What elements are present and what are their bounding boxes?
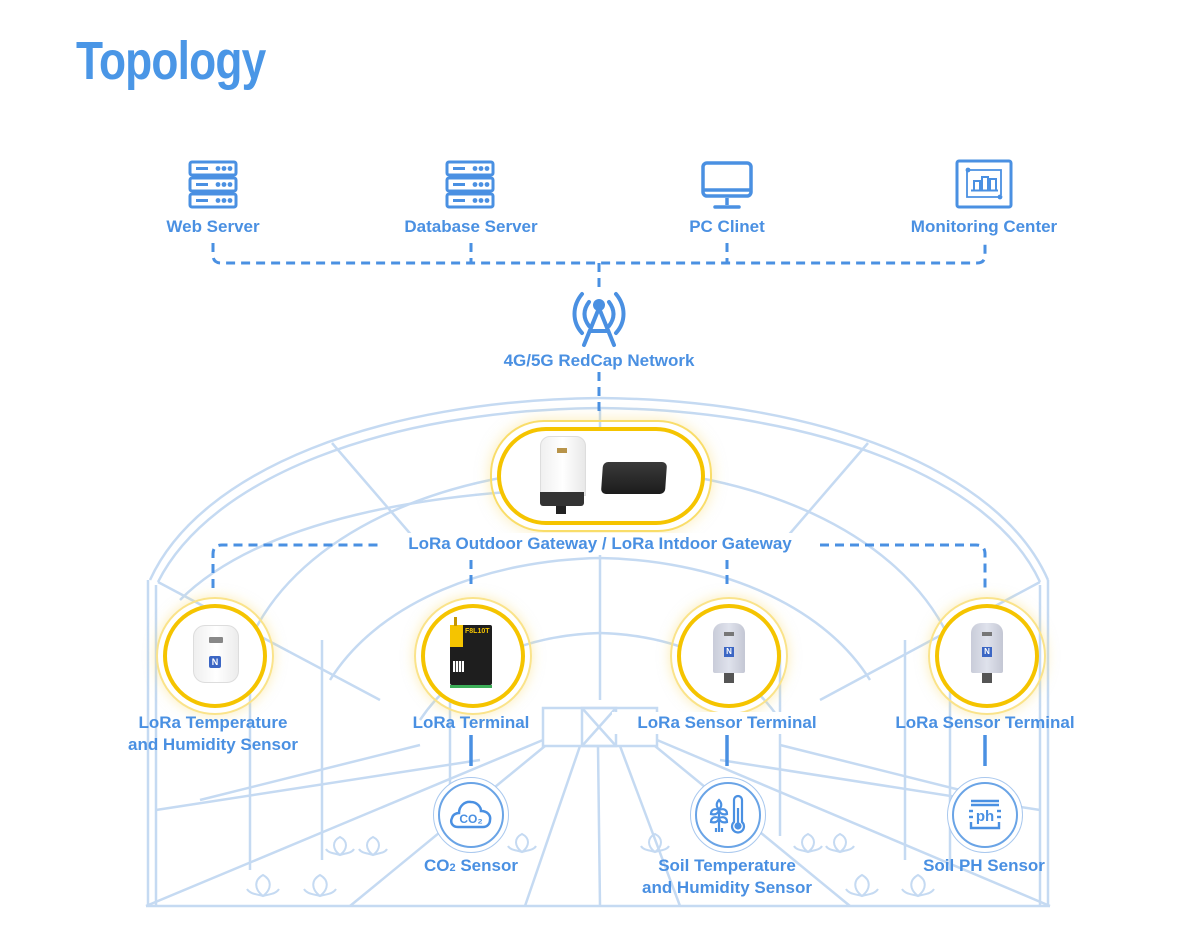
terminal-ring-4: N	[928, 597, 1046, 715]
gateway-pill	[490, 420, 712, 532]
co2-cloud-icon: CO₂	[450, 800, 492, 829]
page-title: Topology	[76, 31, 266, 91]
sensor-terminal-device: N	[971, 623, 1003, 683]
terminal-4-label: LoRa Sensor Terminal	[895, 713, 1075, 732]
co2-sensor-ring: CO₂	[433, 777, 509, 853]
soil-ph-sensor-ring: ph	[947, 777, 1023, 853]
terminal-1-label-line1: LoRa Temperature	[138, 713, 288, 732]
terminal-2-label: LoRa Terminal	[412, 713, 530, 732]
soil-temp-label-line2: and Humidity Sensor	[641, 878, 813, 897]
monitoring-center-icon	[955, 159, 1013, 214]
plant-sprouts	[246, 832, 935, 898]
terminal-ring-1: N	[156, 597, 274, 715]
connection-lines	[211, 243, 987, 588]
plant-thermometer-icon	[709, 794, 746, 834]
monitor-icon	[700, 160, 754, 215]
brand-logo-icon	[557, 448, 567, 453]
soil-ph-sensor-label: Soil PH Sensor	[923, 856, 1045, 875]
sensor-terminal-device: N	[713, 623, 745, 683]
co2-label-main: CO	[424, 856, 450, 875]
terminal-1-label: LoRa Temperature and Humidity Sensor	[103, 712, 323, 756]
co2-sensor-label: CO2 Sensor	[371, 855, 571, 879]
nfc-icon: N	[982, 647, 992, 657]
sensor-links	[469, 735, 987, 766]
soil-temp-sensor-label: Soil Temperature and Humidity Sensor	[617, 855, 837, 899]
terminal-model-text: F8L10T	[465, 628, 490, 635]
temperature-humidity-sensor-device: N	[193, 625, 239, 683]
pc-client-label: PC Clinet	[689, 217, 765, 236]
web-server-icon	[188, 160, 238, 215]
outdoor-gateway-device	[540, 436, 586, 514]
web-server-label: Web Server	[166, 217, 260, 236]
terminal-ring-3: N	[670, 597, 788, 715]
network-label: 4G/5G RedCap Network	[503, 351, 695, 370]
soil-temp-sensor-ring	[690, 777, 766, 853]
gateway-label: LoRa Outdoor Gateway / LoRa Intdoor Gate…	[380, 533, 820, 555]
co2-label-rest: Sensor	[455, 856, 518, 875]
database-server-icon	[445, 160, 495, 215]
terminal-1-label-line2: and Humidity Sensor	[127, 735, 299, 754]
qr-code-icon	[453, 661, 464, 672]
nfc-icon: N	[209, 656, 221, 668]
nfc-icon: N	[724, 647, 734, 657]
cell-tower-icon	[568, 286, 630, 353]
monitoring-center-label: Monitoring Center	[910, 217, 1058, 236]
svg-text:ph: ph	[976, 808, 994, 825]
svg-text:CO₂: CO₂	[459, 812, 482, 826]
terminal-3-label: LoRa Sensor Terminal	[612, 712, 842, 734]
indoor-gateway-device	[600, 462, 668, 494]
lora-terminal-device: F8L10T	[450, 617, 492, 688]
ph-icon: ph	[969, 799, 1001, 830]
terminal-ring-2: F8L10T	[414, 597, 532, 715]
co2-label-subscript: 2	[449, 862, 456, 874]
soil-temp-label-line1: Soil Temperature	[658, 856, 796, 875]
database-server-label: Database Server	[404, 217, 538, 236]
